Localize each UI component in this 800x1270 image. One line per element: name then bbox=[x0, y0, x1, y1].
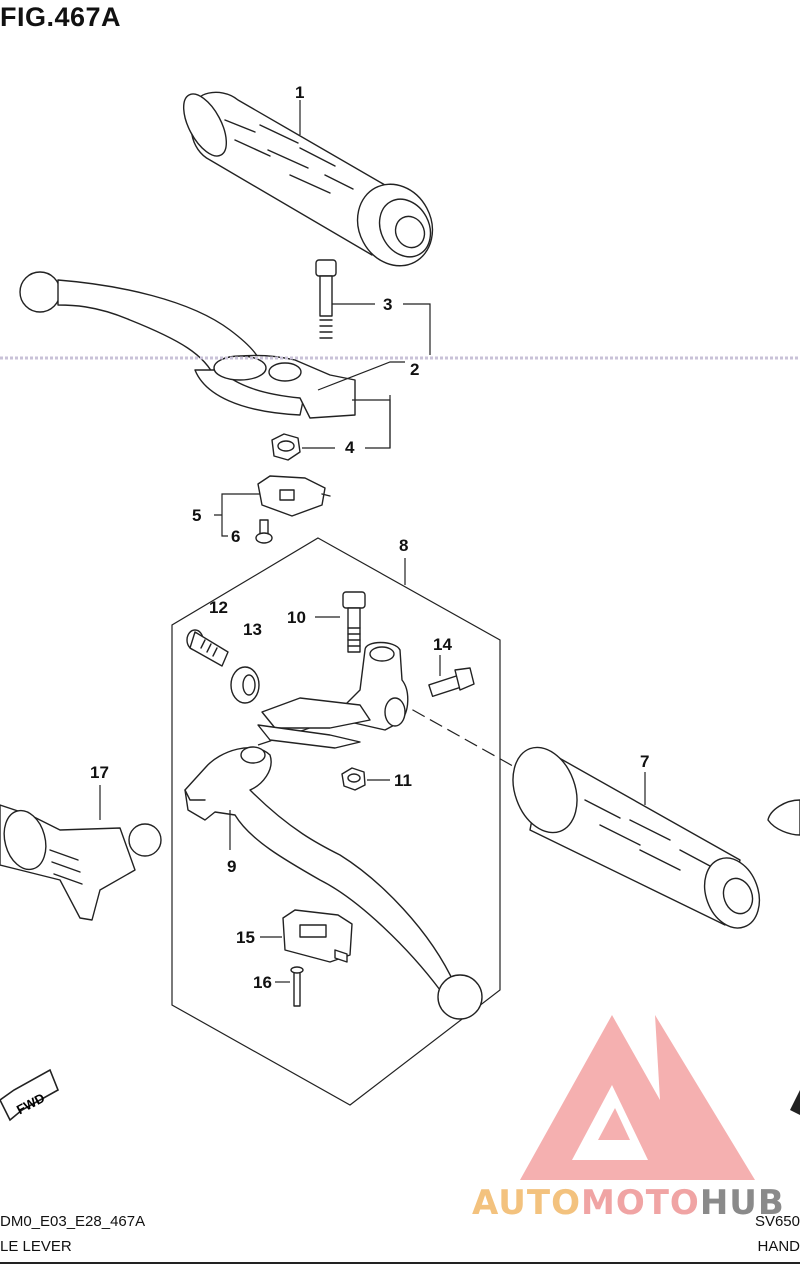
footer-section: HAND bbox=[757, 1238, 800, 1255]
clamp-bolt-part-14 bbox=[428, 667, 475, 698]
assembly-frame-part-8 bbox=[171, 537, 501, 1106]
label-part-5: 5 bbox=[192, 506, 201, 525]
brake-switch-part-5 bbox=[257, 475, 331, 517]
label-part-15: 15 bbox=[236, 928, 255, 947]
label-part-17: 17 bbox=[90, 763, 109, 782]
label-part-11: 11 bbox=[394, 771, 412, 790]
grip-part-7 bbox=[512, 746, 761, 929]
nut-part-4 bbox=[271, 433, 301, 461]
label-part-3: 3 bbox=[383, 295, 392, 314]
axis-line bbox=[394, 699, 521, 771]
label-part-13: 13 bbox=[243, 620, 262, 639]
watermark-text-a: AUTO bbox=[472, 1183, 581, 1223]
fwd-arrow-left: FWD bbox=[0, 1068, 60, 1122]
watermark-text-b: MOTO bbox=[580, 1183, 700, 1223]
label-part-6: 6 bbox=[231, 527, 240, 546]
footer-diagram-code: DM0_E03_E28_467A bbox=[0, 1213, 146, 1230]
part-number-labels: 1 2 3 4 5 6 7 8 9 10 11 12 13 14 15 16 1… bbox=[90, 83, 649, 992]
bottom-rule bbox=[0, 1262, 800, 1264]
fwd-arrow-right bbox=[790, 1090, 800, 1115]
label-part-16: 16 bbox=[253, 973, 272, 992]
footer-model: SV650 bbox=[754, 1213, 800, 1230]
watermark-text-c: HUB bbox=[699, 1183, 785, 1223]
label-part-8: 8 bbox=[399, 536, 408, 555]
label-part-1: 1 bbox=[295, 83, 304, 102]
watermark-text: AUTOMOTOHUB bbox=[472, 1183, 785, 1223]
screw-part-16 bbox=[290, 966, 304, 1007]
clutch-switch-part-15 bbox=[282, 909, 353, 963]
pivot-bolt-part-3 bbox=[315, 259, 337, 339]
label-part-10: 10 bbox=[287, 608, 306, 627]
label-part-14: 14 bbox=[433, 635, 452, 654]
throttle-grip-part-1 bbox=[182, 91, 434, 267]
screw-part-6 bbox=[255, 519, 273, 544]
label-part-7: 7 bbox=[640, 752, 649, 771]
footer-part-name: LE LEVER bbox=[0, 1238, 72, 1255]
label-part-4: 4 bbox=[345, 438, 355, 457]
pivot-bolt-part-10 bbox=[342, 591, 366, 653]
grip-part-17 bbox=[0, 804, 162, 921]
watermark-logo bbox=[520, 1015, 755, 1180]
adjacent-part-right bbox=[767, 799, 800, 836]
brake-lever-part-2 bbox=[19, 271, 356, 419]
figure-title: FIG.467A bbox=[0, 2, 122, 32]
lever-holder bbox=[257, 641, 409, 749]
adjuster-bolt-part-12 bbox=[186, 629, 229, 667]
label-part-12: 12 bbox=[209, 598, 228, 617]
label-part-9: 9 bbox=[227, 857, 236, 876]
nut-part-11 bbox=[341, 767, 366, 791]
washer-part-13 bbox=[230, 666, 260, 704]
label-part-2: 2 bbox=[410, 360, 419, 379]
leader-lines-top bbox=[214, 100, 431, 537]
clutch-lever-part-9 bbox=[184, 746, 483, 1020]
